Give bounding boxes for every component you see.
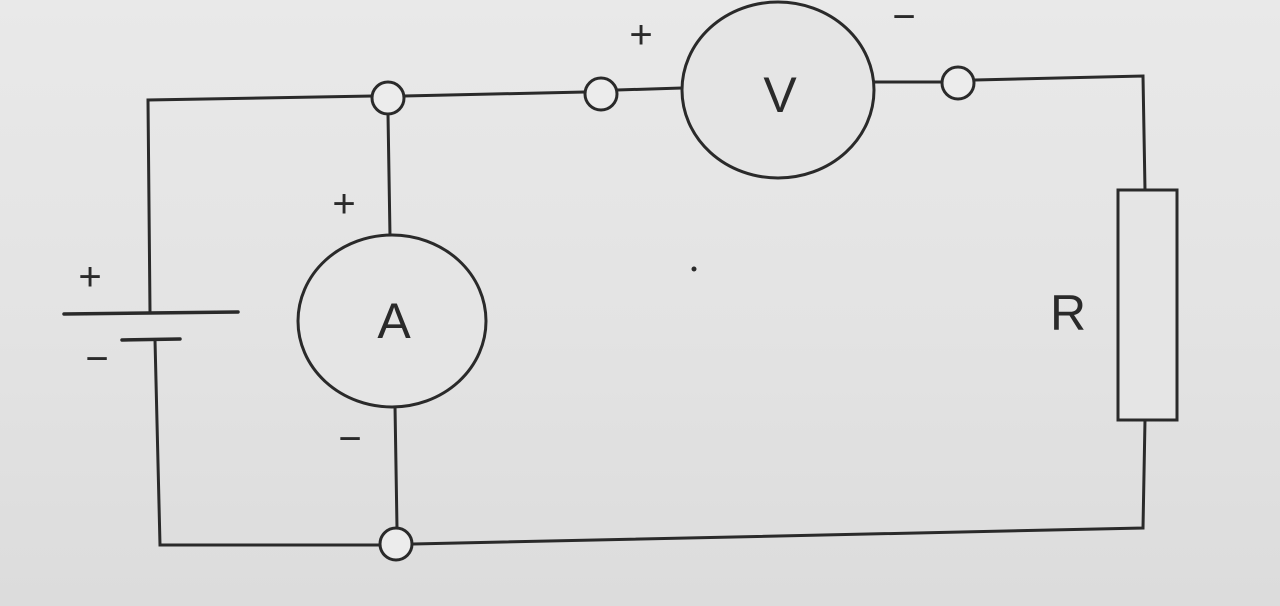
stray-dot: [691, 266, 697, 272]
ammeter-minus-sign: −: [338, 417, 361, 461]
ammeter-plus-sign: +: [332, 182, 355, 226]
wire-ammeter-top: [386, 112, 392, 238]
voltmeter-plus-sign: +: [629, 13, 652, 57]
wire-ammeter-bottom: [393, 404, 399, 530]
battery-minus-sign: −: [85, 337, 108, 381]
junction-top: [370, 80, 406, 116]
resistor-label: R: [1050, 285, 1086, 341]
voltmeter-terminal-right: [940, 65, 976, 101]
ammeter-circle: [296, 233, 488, 409]
battery-long-plate: [62, 310, 240, 316]
wire-resistor-bottom: [411, 418, 1147, 546]
wire-top-middle: [402, 90, 587, 98]
ammeter-label: A: [377, 293, 411, 349]
voltmeter-circle: [680, 0, 876, 180]
junction-bottom: [378, 526, 414, 562]
wire-bottom-left: [153, 338, 382, 547]
wire-top-right: [973, 74, 1147, 192]
resistor-body: [1116, 188, 1179, 422]
wire-top-left: [146, 94, 375, 314]
voltmeter-terminal-left: [583, 76, 619, 112]
voltmeter-minus-sign: −: [892, 0, 915, 39]
battery-short-plate: [120, 337, 182, 342]
battery-plus-sign: +: [78, 255, 101, 299]
voltmeter-label: V: [763, 67, 797, 123]
wire-voltmeter-left-lead: [615, 86, 684, 92]
